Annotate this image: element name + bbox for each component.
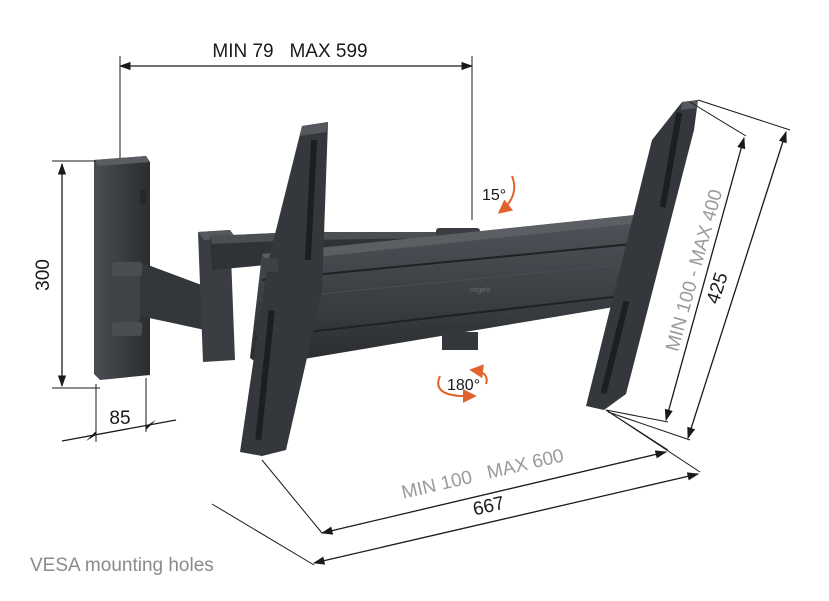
dimension-vesa-horizontal: MIN 100 MAX 600	[261, 409, 669, 535]
tv-bracket: vogels	[240, 100, 698, 456]
tilt-indicator: 15°	[482, 175, 516, 214]
swivel-indicator: 180°	[437, 364, 488, 403]
top-width-label: MIN 79 MAX 599	[212, 41, 367, 62]
plate-height-label: 300	[33, 259, 54, 291]
overall-height-label: 425	[703, 270, 733, 307]
dimension-plate-depth: 85	[61, 378, 177, 442]
swivel-arrow-icon	[437, 375, 477, 403]
tilt-label: 15°	[482, 187, 506, 204]
brand-mark: vogels	[470, 287, 491, 294]
plate-depth-label: 85	[109, 408, 130, 429]
dimension-top-width: MIN 79 MAX 599	[118, 41, 474, 220]
swivel-label: 180°	[447, 377, 480, 394]
vesa-caption: VESA mounting holes	[30, 555, 214, 576]
tilt-arrow-icon	[497, 175, 516, 214]
swivel-arrow-return-icon	[469, 364, 488, 385]
dimension-plate-height: 300	[33, 160, 100, 389]
